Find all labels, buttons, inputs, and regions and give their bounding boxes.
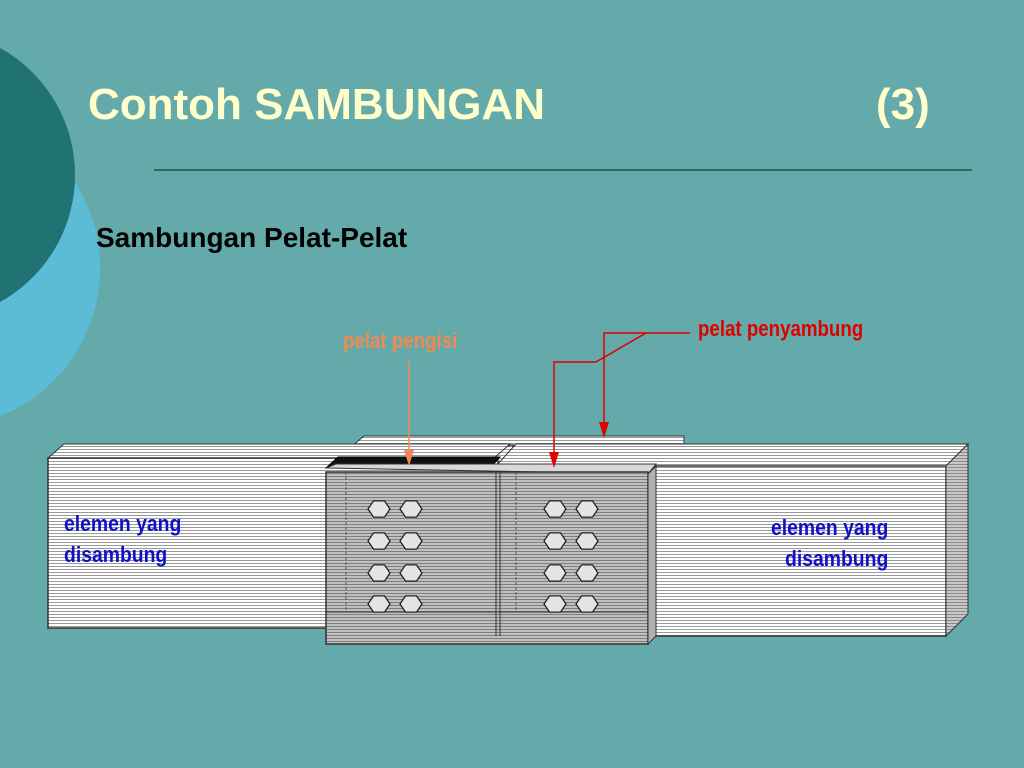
bolt-head bbox=[367, 564, 391, 582]
right-element-label-line2: disambung bbox=[785, 546, 889, 571]
page-number: (3) bbox=[876, 80, 930, 129]
splice-plate-label: pelat penyambung bbox=[698, 316, 864, 341]
bolt-head bbox=[543, 500, 567, 518]
right-element-label: elemen yang disambung bbox=[771, 512, 888, 574]
filler-plate-label: pelat pengisi bbox=[343, 328, 458, 353]
bolt-head bbox=[543, 532, 567, 550]
left-element-label-line1: elemen yang bbox=[64, 511, 182, 536]
bolt-head bbox=[575, 532, 599, 550]
subtitle: Sambungan Pelat-Pelat bbox=[96, 222, 408, 253]
bolt-head bbox=[367, 532, 391, 550]
bolt-head bbox=[399, 532, 423, 550]
bolt-head bbox=[543, 564, 567, 582]
left-element-label: elemen yang disambung bbox=[64, 508, 181, 570]
decor-circle-dark bbox=[0, 48, 75, 302]
splice-plate-front bbox=[325, 463, 658, 646]
bolt-head bbox=[399, 500, 423, 518]
bolt-group bbox=[367, 500, 599, 613]
bolt-head bbox=[575, 500, 599, 518]
bolt-head bbox=[575, 595, 599, 613]
filler-plate-arrow bbox=[404, 360, 414, 466]
page-title: Contoh SAMBUNGAN bbox=[88, 80, 546, 129]
bolt-head bbox=[367, 500, 391, 518]
left-element-label-line2: disambung bbox=[64, 542, 168, 567]
bolt-head bbox=[543, 595, 567, 613]
bolt-head bbox=[367, 595, 391, 613]
decorative-circles bbox=[0, 48, 100, 417]
bolt-head bbox=[575, 564, 599, 582]
bolt-head bbox=[399, 595, 423, 613]
bolt-head bbox=[399, 564, 423, 582]
splice-plate-arrows bbox=[549, 332, 690, 468]
right-element-label-line1: elemen yang bbox=[770, 515, 889, 540]
